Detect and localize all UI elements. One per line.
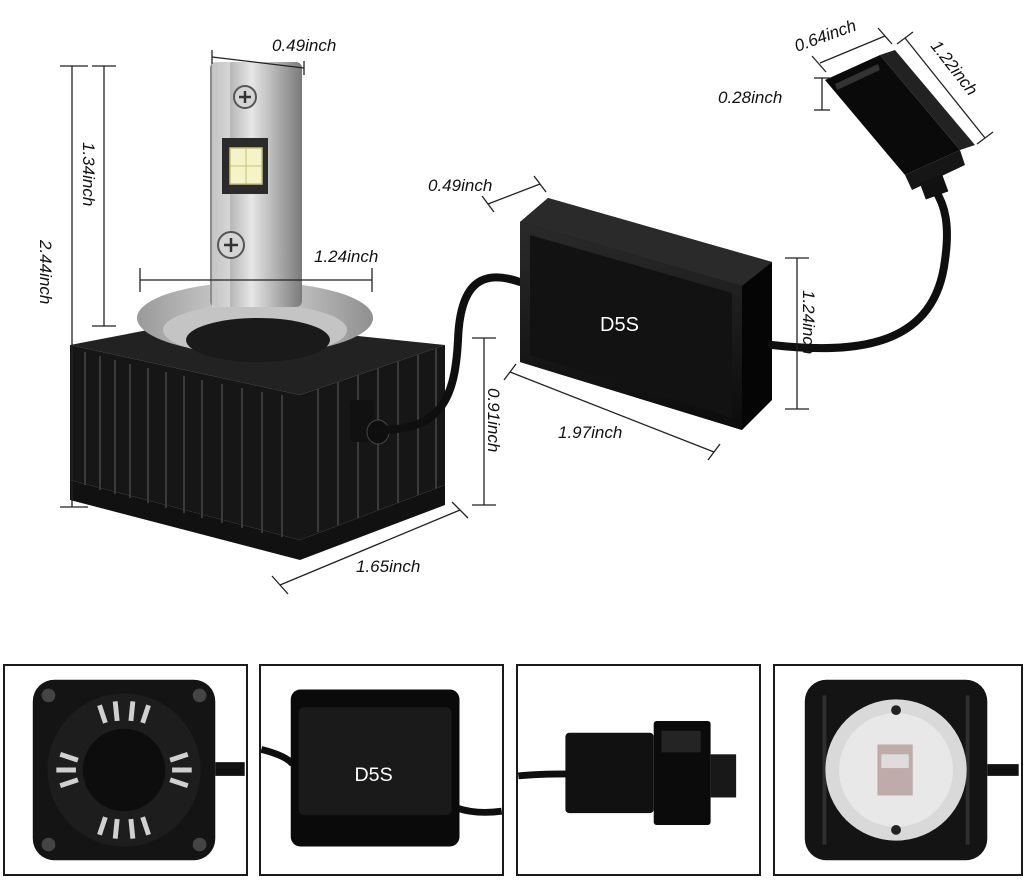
bulb-base-view-image (804, 679, 1019, 861)
decoder-box-label: D5S (600, 314, 639, 336)
heatsink-base-plate (70, 480, 445, 560)
thumbnail-decoder-label: D5S (355, 764, 393, 786)
thumbnail-bulb-base (773, 664, 1023, 876)
dim-box-length: 1.97inch (558, 423, 622, 442)
dim-heatsink-height: 0.91inch (484, 388, 503, 452)
dim-plug-length: 1.22inch (927, 37, 982, 99)
dim-neck-height: 1.34inch (79, 142, 98, 206)
dim-box-depth: 0.49inch (428, 176, 492, 195)
led-bulb (70, 62, 445, 560)
thumbnail-plug (516, 664, 761, 876)
canbus-decoder-box: D5S (520, 198, 772, 430)
heatsink-body (70, 345, 445, 540)
thumbnail-decoder-box: D5S (259, 664, 504, 876)
power-plug (825, 50, 975, 200)
heatsink-bottom-view-image (32, 679, 245, 861)
dim-plug-width: 0.64inch (792, 16, 859, 56)
dim-box-height: 1.24inch (799, 290, 818, 354)
dim-heatsink-width: 1.65inch (356, 557, 420, 576)
thumbnail-heatsink-bottom (3, 664, 248, 876)
dim-plug-depth: 0.28inch (718, 88, 782, 107)
decoder-box-image: D5S (261, 689, 502, 847)
dimension-lines (60, 27, 994, 595)
plug-cable (768, 186, 951, 353)
decoder-box-top (520, 198, 772, 286)
bulb-cable (376, 273, 524, 434)
dim-chip-width: 0.49inch (272, 36, 336, 55)
dim-lamp-height: 2.44inch (36, 239, 55, 304)
dim-base-diameter: 1.24inch (314, 247, 378, 266)
plug-image (518, 720, 737, 825)
